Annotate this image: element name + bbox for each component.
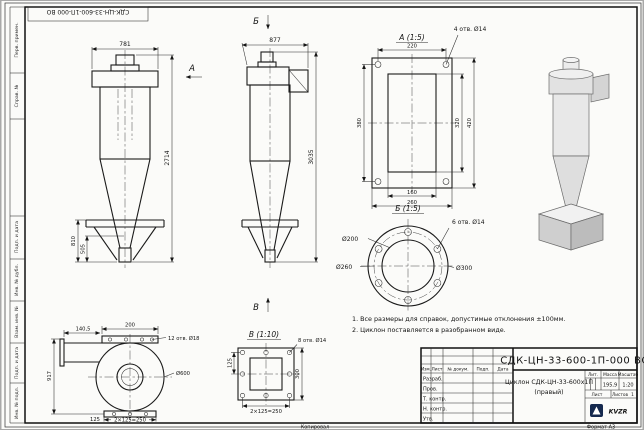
dim-2x125: 2×125=250 (250, 409, 282, 415)
note-1: 1. Все размеры для справок, допустимые о… (352, 315, 565, 323)
dim-781: 781 (119, 41, 131, 48)
cyclone-3d-view (537, 57, 610, 251)
inner-frame (24, 6, 638, 424)
detail-a-title: А (1:5) (398, 33, 425, 42)
front-view: 781 2714 810 505 (71, 41, 174, 268)
dim-2x125-scroll: 2×125=250 (114, 418, 146, 424)
doc-code: СДК-ЦН-33-600-1П-000 ВО (500, 356, 644, 367)
dim-d200: Ø200 (342, 236, 358, 243)
dim-d260: Ø260 (336, 264, 352, 271)
dim-160: 160 (407, 190, 417, 196)
tb-lit-label: Лит. (588, 372, 598, 378)
detail-a: А (1:5) 4 отв. Ø14 220 380 320 420 160 2… (357, 26, 486, 209)
tb-scale-label: Масштаб (618, 372, 639, 378)
notes: 1. Все размеры для справок, допустимые о… (352, 315, 565, 334)
dim-320: 320 (455, 118, 461, 128)
margin-label: Подп. и дата (14, 221, 20, 253)
dim-380: 380 (357, 118, 363, 128)
detail-a-holes: 4 отв. Ø14 (454, 26, 487, 33)
doc-name-line2: (правый) (534, 388, 563, 396)
tb-col-izm: Изм. (421, 367, 431, 373)
dim-810: 810 (71, 236, 77, 246)
corner-code: СДК-ЦН-33-600-1П-000 ВО (46, 8, 129, 15)
tb-row-utv: Утв. (423, 417, 434, 423)
tb-col-podp: Подп. (476, 367, 489, 373)
view-label-a: А (188, 64, 195, 74)
margin-label: Инв. № подл. (14, 387, 20, 419)
left-margin-strip: Перв. примен. Справ. № Подп. и дата Инв.… (9, 6, 25, 424)
dim-3035: 3035 (308, 149, 315, 164)
dim-125-scroll: 125 (90, 417, 100, 423)
company-logo: KVZR (590, 404, 628, 417)
tb-scale-value: 1:20 (622, 383, 633, 389)
tb-row-razrab: Разраб. (423, 377, 443, 383)
scroll-view: 200 140,5 12 отв. Ø18 Ø600 917 125 2×125… (47, 323, 200, 424)
tb-sheets-label: Листов (612, 392, 629, 398)
tb-mass-value: 195,9 (603, 383, 617, 389)
detail-b-holes: 6 отв. Ø14 (452, 219, 485, 226)
tb-row-tkontr: Т. контр. (422, 397, 447, 403)
dim-300: 300 (295, 369, 301, 379)
corner-code-cell: СДК-ЦН-33-600-1П-000 ВО (27, 6, 149, 22)
doc-name-line1: Циклон СДК-ЦН-33-600х1П (505, 379, 593, 386)
margin-label: Перв. примен. (14, 22, 20, 57)
footer-format: Формат А3 (587, 424, 615, 430)
detail-v-holes: 8 отв. Ø14 (298, 337, 327, 344)
sheet-edge (4, 2, 642, 428)
view-arrow-a: А (185, 64, 202, 79)
dim-200: 200 (125, 323, 135, 329)
note-2: 2. Циклон поставляется в разобранном вид… (352, 326, 506, 334)
margin-label: Инв. № дубл. (14, 264, 20, 296)
view-label-b: Б (253, 17, 259, 27)
margin-label: Взам. инв. № (14, 306, 20, 338)
tb-col-list: Лист (432, 367, 443, 373)
footer-kopiroval: Копировал (301, 424, 330, 430)
scroll-holes: 12 отв. Ø18 (168, 335, 200, 342)
detail-b: Б (1:5) 6 отв. Ø14 Ø200 Ø260 Ø300 (336, 204, 485, 313)
margin-label: Справ. № (14, 84, 20, 107)
dim-917: 917 (47, 371, 53, 381)
logo-text: KVZR (609, 409, 628, 416)
detail-b-title: Б (1:5) (395, 204, 421, 213)
dim-505: 505 (81, 244, 87, 254)
margin-label: Подп. и дата (14, 347, 20, 379)
dim-125: 125 (228, 358, 234, 368)
detail-v-title: В (1:10) (249, 330, 279, 339)
title-block: Изм. Лист № докум. Подп. Дата Разраб. Пр… (420, 347, 644, 424)
tb-sheets-value: 1 (631, 392, 634, 398)
dim-d600: Ø600 (176, 370, 190, 377)
tb-sheet-label: Лист (592, 392, 603, 398)
dim-d300: Ø300 (456, 265, 472, 272)
view-label-v: В (253, 303, 259, 313)
side-view: Б 877 3035 В (241, 15, 318, 313)
tb-col-docum: № докум. (447, 367, 468, 373)
dim-260: 260 (407, 200, 417, 206)
tb-mass-label: Масса (603, 372, 617, 378)
tb-row-prov: Пров. (423, 387, 438, 393)
tb-row-nkontr: Н. контр. (423, 407, 447, 413)
tb-col-data: Дата (497, 367, 508, 373)
dim-420: 420 (467, 118, 473, 128)
dim-220: 220 (407, 44, 417, 50)
dim-877: 877 (269, 37, 281, 44)
dim-2714: 2714 (164, 150, 171, 165)
detail-v: В (1:10) 8 отв. Ø14 125 2×125=250 300 (228, 330, 327, 415)
dim-140-5: 140,5 (76, 327, 91, 333)
